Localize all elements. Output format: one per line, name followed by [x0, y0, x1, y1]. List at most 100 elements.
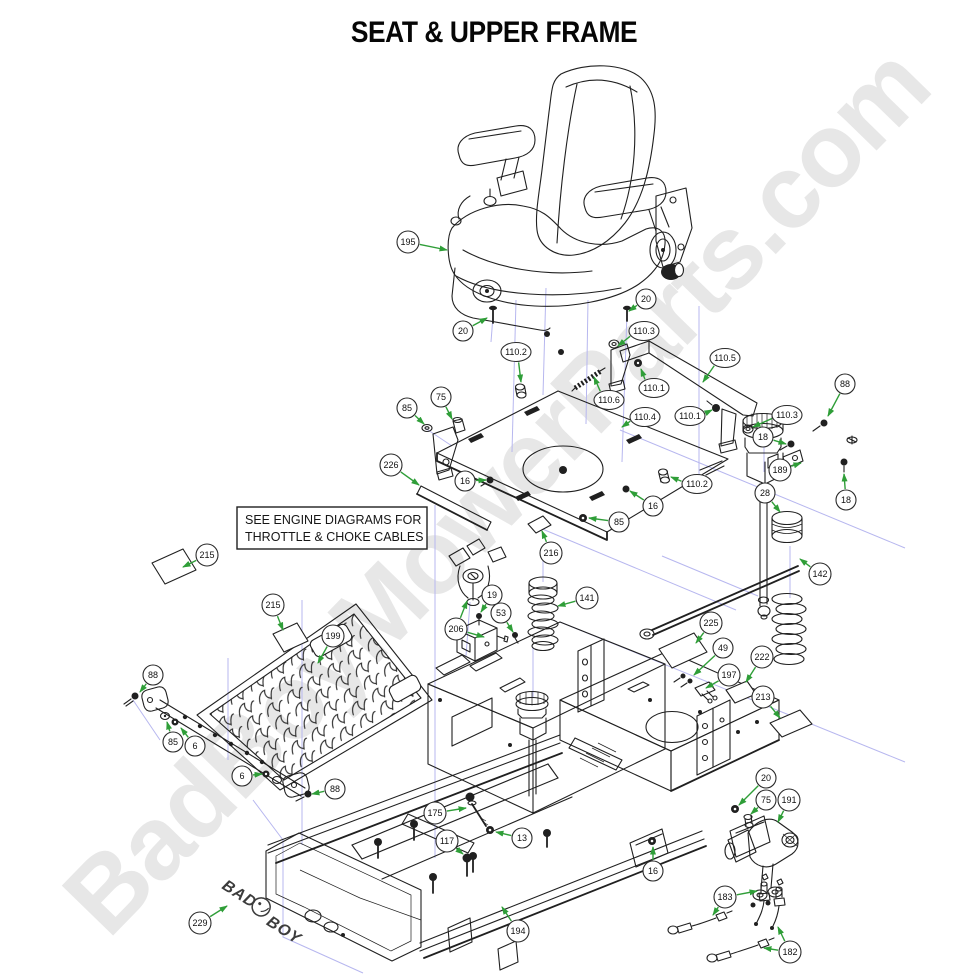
latch-rail-drawing: [571, 339, 758, 484]
callout-label: 88: [148, 670, 158, 680]
callout-label: 110.4: [634, 412, 656, 422]
callout-balloon-175: [423, 801, 447, 825]
callout-label: 110.3: [776, 410, 798, 420]
callout-balloon-197: [717, 663, 741, 687]
callout-label: 16: [648, 501, 658, 511]
callout-label: 18: [758, 432, 768, 442]
callout-label: 6: [239, 771, 244, 781]
callout-label: 110.5: [714, 353, 736, 363]
callout-balloon-142: [808, 562, 832, 586]
callout-label: 20: [458, 326, 468, 336]
callout-label: 225: [703, 618, 718, 628]
deck-drawing: [559, 650, 780, 792]
callout-arrow: [827, 393, 841, 417]
seat-plate-drawing: [416, 383, 729, 541]
callout-label: 213: [755, 692, 770, 702]
callout-balloon-225: [699, 611, 723, 635]
callout-balloon-229: [188, 911, 212, 935]
bad-boy-decal: BAD BOY: [219, 877, 305, 948]
callout-label: 110.3: [633, 326, 655, 336]
callout-balloon-75: [430, 386, 452, 408]
callout-label: 141: [579, 593, 594, 603]
callout-arrow: [628, 304, 638, 312]
callout-arrow: [467, 631, 485, 638]
callout-label: 189: [772, 465, 787, 475]
callout-arrow: [621, 420, 631, 428]
callout-balloon-85: [162, 731, 184, 753]
callout-balloon-226: [379, 453, 403, 477]
fuel-assembly-drawing: [639, 412, 858, 666]
callout-arrow: [693, 654, 716, 676]
callout-label: 28: [760, 488, 770, 498]
callout-arrow: [841, 473, 848, 490]
callout-balloon-191: [777, 788, 801, 812]
callout-arrow: [252, 771, 263, 778]
callout-label: 85: [402, 403, 412, 413]
subframe-drawing: [427, 621, 731, 814]
callout-balloon-6: [184, 735, 206, 757]
callout-layer: 1952020110.3110.2110.5887585110.6110.111…: [139, 230, 857, 964]
callout-arrow: [182, 559, 197, 568]
callout-arrow: [770, 705, 781, 719]
callout-label: 215: [199, 550, 214, 560]
callout-arrow: [311, 789, 325, 796]
callout-arrow: [180, 727, 189, 738]
callout-balloon-85: [396, 397, 418, 419]
callout-label: 199: [325, 631, 340, 641]
callout-label: 110.1: [643, 383, 665, 393]
callout-arrow: [480, 603, 488, 613]
page-title: SEAT & UPPER FRAME: [351, 14, 637, 48]
callout-label: 222: [754, 652, 769, 662]
cables-drawing: [667, 873, 786, 963]
callout-arrow: [773, 438, 787, 445]
callout-label: 117: [440, 836, 454, 846]
callout-balloon-13: [511, 827, 533, 849]
callout-balloon-117: [435, 829, 459, 853]
callout-arrow: [745, 666, 757, 683]
callout-balloon-110.2: [500, 341, 532, 363]
callout-label: 18: [841, 495, 851, 505]
callout-label: 110.2: [686, 479, 708, 489]
callout-label: 182: [782, 947, 797, 957]
callout-arrow: [712, 906, 720, 916]
callout-label: 85: [614, 517, 624, 527]
callout-balloon-110.2: [681, 473, 713, 495]
callout-label: 229: [192, 918, 207, 928]
callout-arrow: [588, 516, 609, 522]
callout-balloon-110.4: [629, 406, 661, 428]
callout-balloon-183: [713, 885, 737, 909]
callout-arrow: [703, 409, 713, 417]
callout-arrow: [752, 417, 773, 428]
callout-balloon-20: [452, 320, 474, 342]
callout-balloon-88: [324, 778, 346, 800]
callout-balloon-18: [835, 489, 857, 511]
callout-label: 206: [448, 624, 463, 634]
callout-balloon-16: [454, 470, 476, 492]
callout-arrow: [763, 946, 779, 953]
callout-label: 13: [517, 833, 527, 843]
callout-arrow: [629, 490, 645, 501]
callout-label: 215: [265, 600, 280, 610]
callout-label: 226: [383, 460, 398, 470]
callout-balloon-110.1: [638, 377, 670, 399]
callout-balloon-216: [539, 541, 563, 565]
callout-arrow: [702, 365, 715, 383]
callout-label: 88: [840, 379, 850, 389]
note-line-1: SEE ENGINE DIAGRAMS FOR: [245, 513, 421, 527]
callout-label: 19: [487, 590, 497, 600]
callout-arrow: [705, 680, 719, 689]
seat-drawing: [447, 65, 693, 355]
callout-arrow: [445, 406, 453, 420]
callout-label: 110.2: [505, 347, 527, 357]
callout-balloon-53: [490, 602, 512, 624]
callout-balloon-75: [755, 789, 777, 811]
callout-arrow: [459, 600, 468, 619]
callout-label: 20: [641, 294, 651, 304]
callout-arrow: [501, 906, 512, 922]
floor-pan-drawing: [123, 603, 433, 802]
callout-arrow: [276, 615, 284, 631]
callout-balloon-16: [642, 495, 664, 517]
callout-label: 16: [648, 866, 658, 876]
brake-bracket-drawing: [724, 805, 799, 908]
callout-balloon-215: [195, 543, 219, 567]
